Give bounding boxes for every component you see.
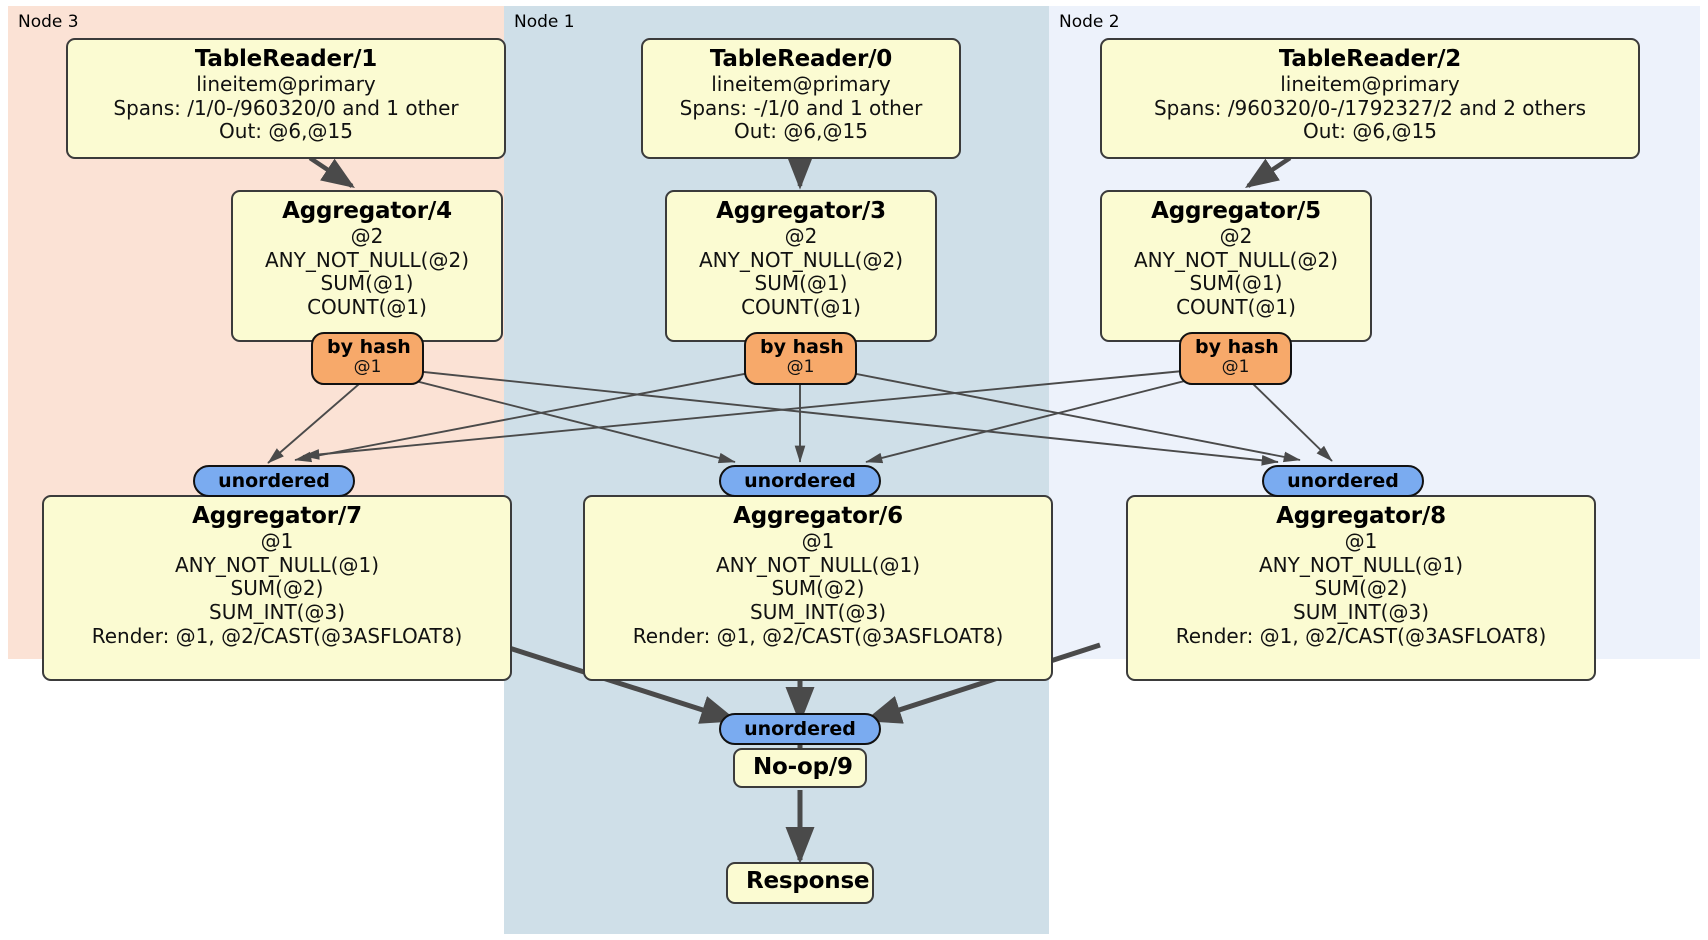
proc-line: COUNT(@1) (741, 294, 861, 319)
proc-line: SUM(@1) (320, 271, 414, 296)
receiver-unordered-right[interactable]: unordered (1262, 465, 1424, 497)
proc-line: ANY_NOT_NULL(@2) (265, 247, 469, 272)
proc-line: SUM_INT(@3) (750, 599, 886, 624)
router-label: by hash (1195, 336, 1279, 358)
proc-title: TableReader/1 (194, 46, 378, 72)
proc-line: Render: @1, @2/CAST(@3ASFLOAT8) (1175, 623, 1547, 648)
proc-line: SUM_INT(@3) (1293, 599, 1429, 624)
proc-aggregator-5[interactable]: Aggregator/5 @2 ANY_NOT_NULL(@2) SUM(@1)… (1100, 190, 1372, 342)
proc-line: SUM_INT(@3) (209, 599, 345, 624)
receiver-unordered-center[interactable]: unordered (719, 465, 881, 497)
proc-title: Aggregator/6 (733, 503, 903, 529)
proc-title: No-op/9 (753, 754, 853, 780)
proc-title: Aggregator/5 (1151, 198, 1321, 224)
receiver-label: unordered (744, 470, 856, 492)
node-label-node1: Node 1 (514, 12, 575, 32)
proc-line: @2 (1219, 224, 1253, 249)
proc-title: Aggregator/7 (192, 503, 362, 529)
proc-line: ANY_NOT_NULL(@2) (1134, 247, 1338, 272)
proc-line: Render: @1, @2/CAST(@3ASFLOAT8) (632, 623, 1004, 648)
proc-line: @1 (801, 529, 835, 554)
router-sublabel: @1 (1221, 356, 1250, 377)
proc-line: SUM(@1) (1189, 271, 1283, 296)
proc-line: lineitem@primary (711, 72, 891, 97)
proc-line: ANY_NOT_NULL(@1) (716, 552, 920, 577)
router-by-hash-right[interactable]: by hash @1 (1179, 332, 1292, 385)
router-by-hash-left[interactable]: by hash @1 (311, 332, 424, 385)
proc-line: Spans: -/1/0 and 1 other (679, 95, 923, 120)
proc-aggregator-7[interactable]: Aggregator/7 @1 ANY_NOT_NULL(@1) SUM(@2)… (42, 495, 512, 681)
receiver-label: unordered (1287, 470, 1399, 492)
proc-response[interactable]: Response (726, 862, 874, 904)
proc-title: TableReader/2 (1278, 46, 1462, 72)
proc-aggregator-8[interactable]: Aggregator/8 @1 ANY_NOT_NULL(@1) SUM(@2)… (1126, 495, 1596, 681)
proc-table-reader-0[interactable]: TableReader/0 lineitem@primary Spans: -/… (641, 38, 961, 159)
proc-line: @2 (350, 224, 384, 249)
router-by-hash-center[interactable]: by hash @1 (744, 332, 857, 385)
router-label: by hash (327, 336, 411, 358)
proc-line: COUNT(@1) (307, 294, 427, 319)
proc-title: Aggregator/8 (1276, 503, 1446, 529)
proc-line: Spans: /1/0-/960320/0 and 1 other (113, 95, 459, 120)
proc-line: @2 (784, 224, 818, 249)
proc-aggregator-6[interactable]: Aggregator/6 @1 ANY_NOT_NULL(@1) SUM(@2)… (583, 495, 1053, 681)
receiver-label: unordered (218, 470, 330, 492)
proc-line: SUM(@1) (754, 271, 848, 296)
proc-line: ANY_NOT_NULL(@1) (1259, 552, 1463, 577)
proc-title: TableReader/0 (709, 46, 893, 72)
node-label-node2: Node 2 (1059, 12, 1120, 32)
proc-line: @1 (1344, 529, 1378, 554)
proc-title: Aggregator/3 (716, 198, 886, 224)
proc-aggregator-4[interactable]: Aggregator/4 @2 ANY_NOT_NULL(@2) SUM(@1)… (231, 190, 503, 342)
proc-line: SUM(@2) (230, 576, 324, 601)
proc-line: ANY_NOT_NULL(@2) (699, 247, 903, 272)
proc-title: Response (746, 868, 870, 894)
receiver-unordered-left[interactable]: unordered (193, 465, 355, 497)
proc-line: SUM(@2) (1314, 576, 1408, 601)
proc-aggregator-3[interactable]: Aggregator/3 @2 ANY_NOT_NULL(@2) SUM(@1)… (665, 190, 937, 342)
router-label: by hash (760, 336, 844, 358)
proc-noop-9[interactable]: No-op/9 (733, 748, 867, 788)
proc-line: Out: @6,@15 (734, 119, 868, 144)
proc-line: COUNT(@1) (1176, 294, 1296, 319)
proc-table-reader-2[interactable]: TableReader/2 lineitem@primary Spans: /9… (1100, 38, 1640, 159)
proc-line: Spans: /960320/0-/1792327/2 and 2 others (1153, 95, 1586, 120)
proc-line: lineitem@primary (1280, 72, 1460, 97)
router-sublabel: @1 (353, 356, 382, 377)
node-label-node3: Node 3 (18, 12, 79, 32)
proc-line: Out: @6,@15 (219, 119, 353, 144)
proc-line: lineitem@primary (196, 72, 376, 97)
receiver-unordered-final[interactable]: unordered (719, 713, 881, 745)
proc-line: SUM(@2) (771, 576, 865, 601)
proc-line: @1 (260, 529, 294, 554)
proc-title: Aggregator/4 (282, 198, 452, 224)
proc-table-reader-1[interactable]: TableReader/1 lineitem@primary Spans: /1… (66, 38, 506, 159)
proc-line: ANY_NOT_NULL(@1) (175, 552, 379, 577)
proc-line: Out: @6,@15 (1303, 119, 1437, 144)
receiver-label: unordered (744, 718, 856, 740)
router-sublabel: @1 (786, 356, 815, 377)
proc-line: Render: @1, @2/CAST(@3ASFLOAT8) (91, 623, 463, 648)
